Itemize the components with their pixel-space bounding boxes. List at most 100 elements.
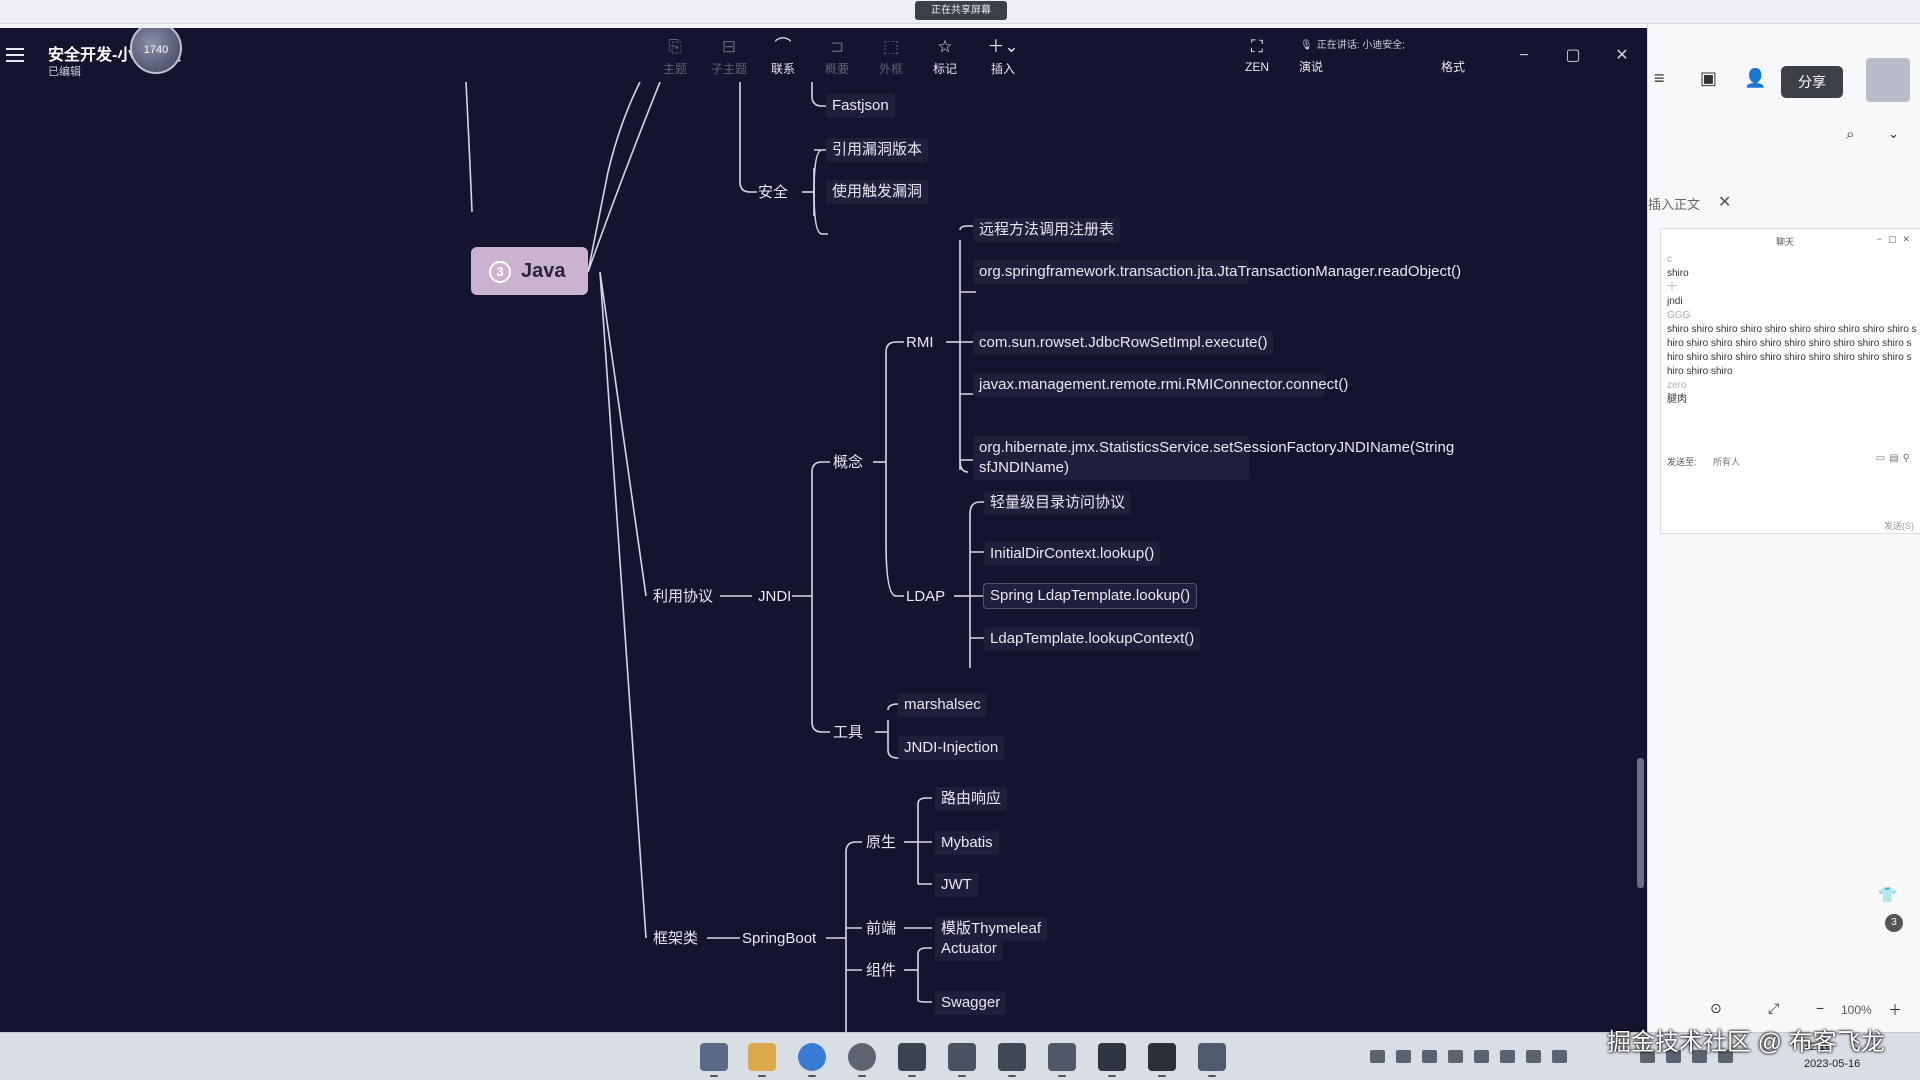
chevron-down-icon[interactable]: ⌄ <box>1888 126 1899 141</box>
share-button[interactable]: 分享 <box>1781 66 1843 98</box>
node-concept[interactable]: 概念 <box>833 454 864 471</box>
tray-icon[interactable] <box>1500 1050 1515 1063</box>
tray-icon[interactable] <box>1370 1050 1385 1063</box>
play-icon[interactable]: ⊙ <box>1710 1000 1722 1016</box>
node-rmi-hibernate[interactable]: org.hibernate.jmx.StatisticsService.setS… <box>973 436 1454 480</box>
file-explorer-icon[interactable] <box>748 1043 776 1077</box>
fullscreen-icon[interactable]: ⤢ <box>1768 1000 1780 1016</box>
text-format-icon[interactable]: ≡ <box>1654 68 1665 88</box>
node-routing[interactable]: 路由响应 <box>935 787 1008 811</box>
format-button[interactable]: 格式 <box>1440 60 1465 74</box>
app-icon[interactable] <box>1048 1043 1076 1077</box>
node-ldap-initialdircontext[interactable]: InitialDirContext.lookup() <box>984 542 1161 566</box>
app-icon[interactable] <box>948 1043 976 1077</box>
app-icon[interactable] <box>1098 1043 1126 1077</box>
marker-button[interactable]: ☆ 标记 <box>921 36 969 77</box>
relation-icon: ⌒ <box>774 37 792 56</box>
tray-icon[interactable] <box>1640 1050 1655 1063</box>
edge-browser-icon[interactable] <box>798 1043 826 1077</box>
node-rmi-jta[interactable]: org.springframework.transaction.jta.JtaT… <box>973 260 1461 284</box>
tray-icon[interactable] <box>1718 1050 1733 1063</box>
clock-time[interactable]: 22:16 <box>1804 1041 1832 1053</box>
send-button[interactable]: 发送(S) <box>1884 521 1914 531</box>
tray-icon[interactable] <box>1526 1050 1541 1063</box>
node-rmi-connector[interactable]: javax.management.remote.rmi.RMIConnector… <box>973 373 1348 397</box>
user-avatar[interactable] <box>1866 58 1910 102</box>
panel-bottom-bar: ⊙ ⤢ − 100% ＋ <box>1648 994 1920 1028</box>
zoom-out-icon[interactable]: − <box>1816 1000 1825 1016</box>
vertical-scrollbar[interactable] <box>1637 758 1644 888</box>
node-actuator[interactable]: Actuator <box>935 937 1003 961</box>
node-tool-marshalsec[interactable]: marshalsec <box>898 693 987 717</box>
terminal-icon[interactable] <box>1148 1043 1176 1077</box>
summary-button[interactable]: ⊐ 概要 <box>813 36 861 77</box>
play-screen-icon[interactable]: ▣ <box>1700 68 1718 88</box>
collaborator-icon[interactable]: 👤 <box>1744 68 1767 88</box>
send-to-select[interactable]: 所有人 <box>1713 457 1741 467</box>
tray-icon[interactable] <box>1422 1050 1437 1063</box>
zoom-in-icon[interactable]: ＋ <box>1888 1002 1902 1018</box>
subtopic-button[interactable]: ⊟ 子主题 <box>705 36 753 77</box>
chat-window-controls[interactable]: −▢✕ <box>1876 234 1916 244</box>
close-icon[interactable]: ✕ <box>1615 47 1629 64</box>
node-framework[interactable]: 框架类 <box>653 930 699 947</box>
app-icon[interactable] <box>898 1043 926 1077</box>
close-icon[interactable]: ✕ <box>1718 194 1732 211</box>
node-springboot[interactable]: SpringBoot <box>742 930 817 947</box>
tray-icon[interactable] <box>1474 1050 1489 1063</box>
node-ldap-desc[interactable]: 轻量级目录访问协议 <box>984 491 1132 515</box>
node-exploit-protocol[interactable]: 利用协议 <box>653 588 714 605</box>
node-ldap-spring-lookup[interactable]: Spring LdapTemplate.lookup() <box>982 583 1198 609</box>
app-icon[interactable] <box>1198 1043 1226 1077</box>
insert-text-label[interactable]: 插入正文 <box>1648 197 1701 212</box>
node-tools[interactable]: 工具 <box>833 724 864 741</box>
node-swagger[interactable]: Swagger <box>935 991 1007 1015</box>
relation-button[interactable]: ⌒ 联系 <box>759 36 807 77</box>
node-component[interactable]: 组件 <box>866 962 897 979</box>
hamburger-menu-icon[interactable] <box>6 48 24 62</box>
zen-button[interactable]: ⛶ ZEN <box>1233 36 1281 74</box>
screen-share-badge[interactable]: 正在共享屏幕 <box>915 1 1007 20</box>
topic-button[interactable]: ⎘ 主题 <box>651 36 699 77</box>
tray-icon[interactable] <box>1552 1050 1567 1063</box>
tray-icon[interactable] <box>1666 1050 1681 1063</box>
node-jndi[interactable]: JNDI <box>758 588 792 605</box>
node-native[interactable]: 原生 <box>866 834 897 851</box>
node-tool-jndi-injection[interactable]: JNDI-Injection <box>898 736 1005 760</box>
app-icon[interactable] <box>998 1043 1026 1077</box>
chat-message: jndi <box>1667 296 1683 307</box>
node-trigger-vuln[interactable]: 使用触发漏洞 <box>826 180 929 204</box>
node-security[interactable]: 安全 <box>758 184 789 201</box>
minimize-icon[interactable]: − <box>1519 47 1529 64</box>
node-rmi-registry[interactable]: 远程方法调用注册表 <box>973 218 1121 242</box>
boundary-button[interactable]: ⬚ 外框 <box>867 36 915 77</box>
node-jwt[interactable]: JWT <box>935 873 978 897</box>
clock-date[interactable]: 2023-05-16 <box>1804 1058 1861 1070</box>
chat-toolbar[interactable]: ▭▤⚲ <box>1875 453 1914 464</box>
tray-icon[interactable] <box>1396 1050 1411 1063</box>
node-ldap-lookupcontext[interactable]: LdapTemplate.lookupContext() <box>984 627 1201 651</box>
node-vuln-version[interactable]: 引用漏洞版本 <box>826 138 929 162</box>
node-ldap[interactable]: LDAP <box>906 588 946 605</box>
zoom-level: 100% <box>1841 1003 1872 1017</box>
search-icon[interactable]: ⌕ <box>1846 126 1855 143</box>
chat-messages: c shiro 十 jndi GGG shiro shiro shiro shi… <box>1667 253 1917 407</box>
tray-icon[interactable] <box>1692 1050 1707 1063</box>
present-button[interactable]: 演说 <box>1298 60 1323 74</box>
start-menu-icon[interactable] <box>700 1043 728 1077</box>
summary-icon: ⊐ <box>829 37 845 56</box>
node-rmi-jdbcrowset[interactable]: com.sun.rowset.JdbcRowSetImpl.execute() <box>973 331 1274 355</box>
node-mybatis[interactable]: Mybatis <box>935 831 999 855</box>
send-to-label: 发送至: <box>1667 457 1697 467</box>
shirt-icon[interactable]: 👕 <box>1878 887 1897 904</box>
node-fastjson[interactable]: Fastjson <box>826 94 895 118</box>
node-frontend[interactable]: 前端 <box>866 920 897 937</box>
insert-button[interactable]: ＋⌄ 插入 <box>979 36 1027 77</box>
boundary-icon: ⬚ <box>882 37 900 56</box>
browser-icon[interactable] <box>848 1043 876 1077</box>
node-rmi[interactable]: RMI <box>906 334 934 351</box>
maximize-icon[interactable]: ▢ <box>1565 47 1581 64</box>
tray-icon[interactable] <box>1448 1050 1463 1063</box>
